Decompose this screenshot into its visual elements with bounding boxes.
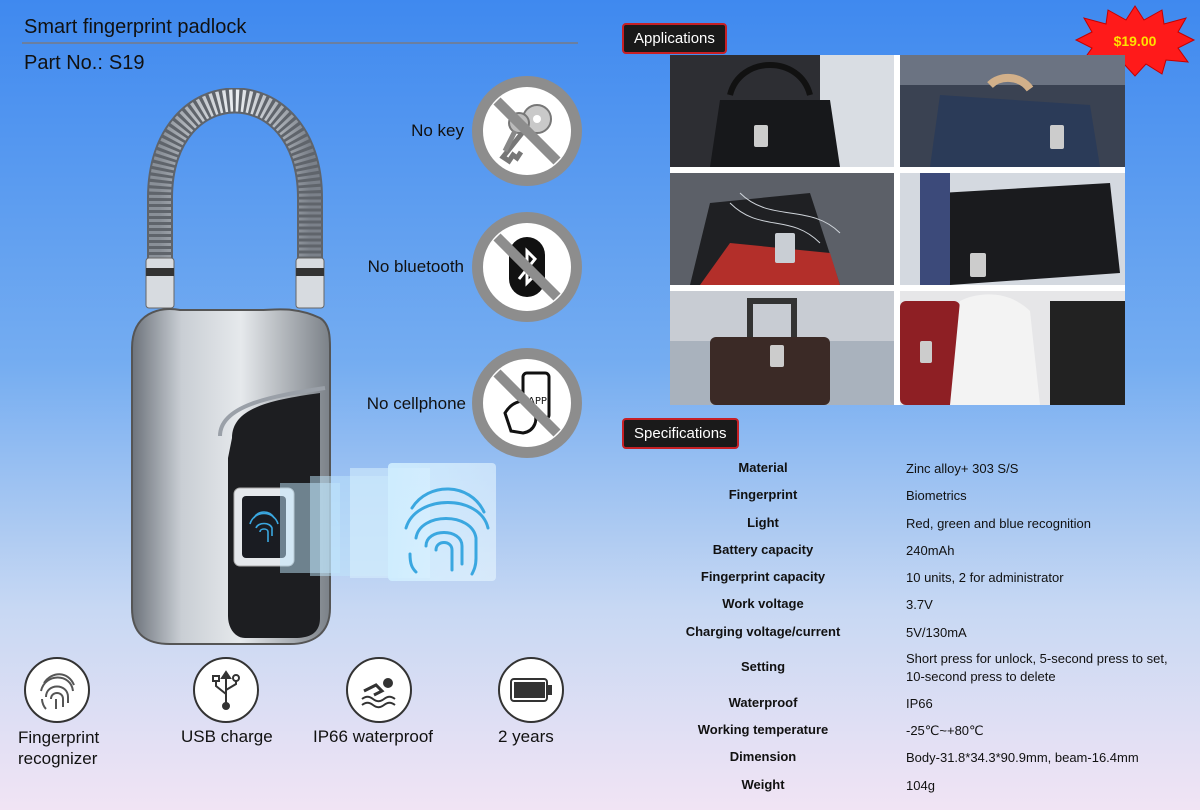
feature-no-key-label: No key xyxy=(411,121,464,140)
spec-key: Battery capacity xyxy=(712,542,814,557)
spec-key: Waterproof xyxy=(728,695,798,710)
padlock-image xyxy=(131,88,496,645)
fingerprint-recognizer-label: Fingerprint recognizer xyxy=(18,728,100,768)
product-title: Smart fingerprint padlock xyxy=(24,16,247,38)
title-divider xyxy=(22,42,578,44)
spec-value: 3.7V xyxy=(906,597,933,612)
specifications-heading: Specifications xyxy=(622,418,739,449)
spec-key: Fingerprint capacity xyxy=(700,569,826,584)
fingerprint-icon xyxy=(24,657,90,723)
spec-key: Fingerprint xyxy=(728,487,798,502)
spec-value: Red, green and blue recognition xyxy=(906,516,1092,531)
spec-value: 10 units, 2 for administrator xyxy=(906,570,1064,585)
feature-no-cellphone-label: No cellphone xyxy=(366,394,466,413)
part-number: Part No.:S19 xyxy=(24,52,151,75)
spec-value: 5V/130mA xyxy=(906,625,967,640)
swimmer-icon xyxy=(346,657,412,723)
spec-value: Short press for unlock, 5-second press t… xyxy=(906,651,1168,684)
spec-value: 240mAh xyxy=(906,543,955,558)
spec-key: Light xyxy=(747,515,779,530)
part-number-value: S19 xyxy=(108,52,145,74)
photo-duffel-bag xyxy=(900,173,1125,285)
photo-handbag xyxy=(670,55,894,167)
no-cellphone-badge: APP xyxy=(472,348,582,458)
photo-backpack-cable xyxy=(670,173,894,285)
battery-icon xyxy=(498,657,564,723)
spec-key: Working temperature xyxy=(697,722,829,737)
spec-key: Material xyxy=(738,460,788,475)
spec-value: -25℃~+80℃ xyxy=(906,723,984,738)
spec-key: Charging voltage/current xyxy=(685,624,841,639)
usb-charge-label: USB charge xyxy=(181,727,273,746)
no-key-badge xyxy=(472,76,582,186)
key-icon xyxy=(483,87,571,175)
spec-value: Body-31.8*34.3*90.9mm, beam-16.4mm xyxy=(906,750,1139,765)
applications-heading: Applications xyxy=(622,23,727,54)
spec-key: Weight xyxy=(741,777,785,792)
photo-school-backpack xyxy=(900,291,1125,405)
spec-key: Setting xyxy=(740,659,786,674)
application-photos xyxy=(670,55,1125,405)
photo-suitcase xyxy=(670,291,894,405)
feature-no-bluetooth-label: No bluetooth xyxy=(367,257,464,276)
spec-value: IP66 xyxy=(906,696,933,711)
part-number-label: Part No.: xyxy=(24,52,103,74)
spec-key: Work voltage xyxy=(722,596,804,611)
spec-value: Zinc alloy+ 303 S/S xyxy=(906,461,1019,476)
price-text: $19.00 xyxy=(1114,33,1157,49)
spec-key: Dimension xyxy=(729,749,797,764)
cellphone-app-icon: APP xyxy=(483,359,571,447)
usb-icon xyxy=(193,657,259,723)
no-bluetooth-badge xyxy=(472,212,582,322)
photo-car-bag xyxy=(900,55,1125,167)
ip66-waterproof-label: IP66 waterproof xyxy=(313,727,434,746)
spec-value: 104g xyxy=(906,778,935,793)
spec-value: Biometrics xyxy=(906,488,967,503)
two-years-label: 2 years xyxy=(498,727,554,746)
svg-text:APP: APP xyxy=(528,396,547,407)
bluetooth-icon xyxy=(483,223,571,311)
